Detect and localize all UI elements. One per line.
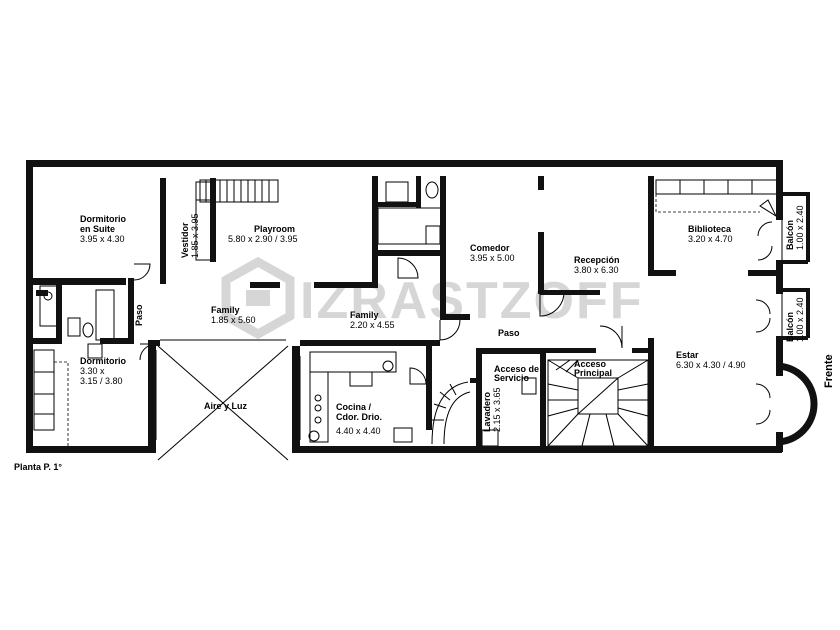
label-estar: Estar [676, 350, 699, 360]
watermark: IZRASTZOFF [221, 256, 644, 340]
light-well-cross [157, 345, 289, 461]
label-vestidor: Vestidor [180, 222, 190, 258]
walls [26, 160, 818, 453]
dims-estar: 6.30 x 4.30 / 4.90 [676, 360, 746, 370]
label-comedor: Comedor [470, 243, 510, 253]
dims-biblioteca: 3.20 x 4.70 [688, 234, 733, 244]
toilet-icon [425, 181, 439, 199]
bookshelf [655, 179, 783, 213]
watermark-logo-icon [221, 256, 295, 340]
label-family-2: Family [350, 310, 379, 320]
bay-window [775, 362, 818, 446]
label-paso-mid: Paso [498, 328, 520, 338]
orientation-label: Frente [823, 354, 835, 388]
dims-playroom: 5.80 x 2.90 / 3.95 [228, 234, 298, 244]
label-balcon-1: Balcón [785, 220, 795, 250]
dims-family-2: 2.20 x 4.55 [350, 320, 395, 330]
bathroom-fixtures-left [39, 285, 115, 359]
dims-recepcion: 3.80 x 6.30 [574, 265, 619, 275]
bidet-icon [67, 317, 81, 337]
label-dormitorio: Dormitorio [80, 356, 127, 366]
label-biblioteca: Biblioteca [688, 224, 732, 234]
toilet-icon [82, 322, 94, 338]
label-cocina: Cocina /Cdor. Drio. [336, 402, 382, 422]
label-recepcion: Recepción [574, 255, 620, 265]
plan-title: Planta P. 1° [14, 462, 62, 472]
service-stair-icon [431, 381, 471, 445]
stove-burner-icon [314, 394, 322, 402]
label-lavadero: Lavadero [482, 391, 492, 432]
kitchen-fixtures [308, 351, 413, 443]
sink-icon [425, 225, 441, 245]
label-family-1: Family [211, 305, 240, 315]
dims-balcon-1: 1.00 x 2.40 [795, 205, 805, 250]
bathroom-fixtures-upper [377, 181, 443, 245]
label-balcon-2: Balcón [785, 312, 795, 342]
label-playroom: Playroom [254, 224, 295, 234]
dims-vestidor: 1.85 x 3.95 [190, 213, 200, 258]
dims-comedor: 3.95 x 5.00 [470, 253, 515, 263]
bathtub-icon [95, 289, 115, 341]
dims-lavadero: 2.15 x 3.65 [492, 387, 502, 432]
label-aire-luz: Aire y Luz [204, 401, 248, 411]
dims-balcon-2: 1.00 x 2.40 [795, 297, 805, 342]
door-swings [133, 199, 778, 425]
label-paso-left: Paso [134, 304, 144, 326]
stair-upper-icon [199, 179, 279, 203]
watermark-text: IZRASTZOFF [300, 272, 644, 330]
dims-dormitorio-suite: 3.95 x 4.30 [80, 234, 125, 244]
kitchen-table-icon [349, 371, 373, 387]
dims-family-1: 1.85 x 5.60 [211, 315, 256, 325]
closet-shelves [33, 349, 69, 448]
dims-cocina: 4.40 x 4.40 [336, 426, 381, 436]
